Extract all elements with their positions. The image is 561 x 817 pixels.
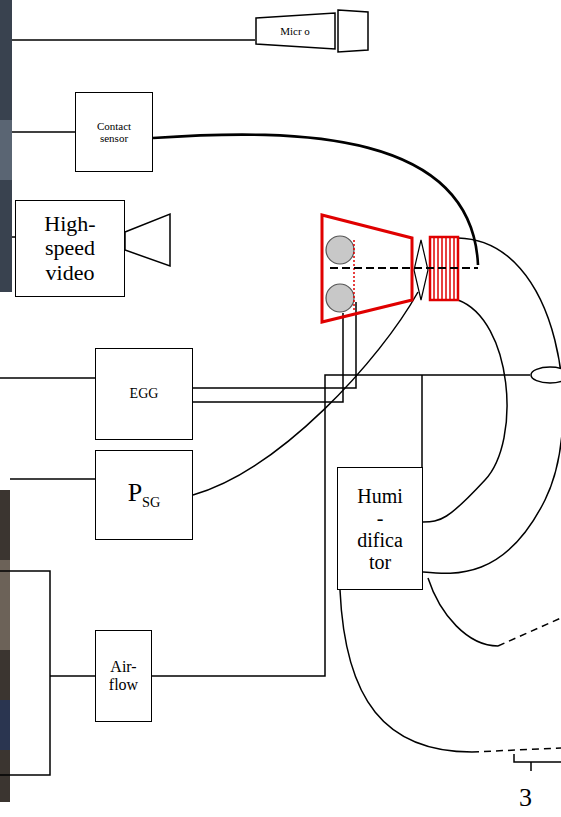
supply-tube <box>472 748 561 752</box>
subscript-text: SG <box>142 494 160 510</box>
photo-strip <box>0 490 10 802</box>
airflow-wire <box>421 375 423 467</box>
supply-tube <box>428 578 498 646</box>
pressure-box: PSG <box>95 450 193 540</box>
wire-bracket <box>0 571 50 775</box>
wire <box>12 131 75 133</box>
text-block: PSG <box>128 479 161 511</box>
wire <box>10 478 95 480</box>
microphone-cap <box>338 10 368 52</box>
text-block: Contact sensor <box>89 120 139 144</box>
electrode <box>326 236 354 264</box>
axis-line <box>330 267 478 269</box>
node-text: EGG <box>130 386 159 401</box>
supply-tube <box>498 618 561 646</box>
airflow-wire <box>150 375 530 676</box>
wire <box>50 675 95 677</box>
node-text: P <box>128 478 142 507</box>
electrode <box>326 284 354 312</box>
wire <box>0 377 95 379</box>
dimension-number: 3 <box>519 785 532 811</box>
photo-strip <box>0 560 10 650</box>
device-box: EGG <box>95 348 193 440</box>
microphone-body <box>256 13 335 49</box>
air-tube <box>423 300 507 522</box>
text-block: Micr o <box>280 25 310 37</box>
electrode-link <box>353 240 355 310</box>
vocal-folds <box>414 240 428 300</box>
photo-strip <box>0 700 10 750</box>
dimension-bracket <box>514 754 561 771</box>
humidifier-box: Humi - difica tor <box>337 467 423 590</box>
node-text: Air- flow <box>101 658 146 693</box>
sensor-box: Contact sensor <box>75 92 153 172</box>
airflow-box: Air- flow <box>95 630 152 722</box>
text-block: High- speed video <box>30 212 110 285</box>
air-tube <box>423 238 561 573</box>
microphone-symbol: Micr o <box>255 12 335 50</box>
supply-tube <box>340 590 472 752</box>
flow-meter <box>531 367 561 383</box>
pressure-tube <box>193 292 418 495</box>
text-block: EGG <box>130 386 159 401</box>
node-text: Humi - difica tor <box>354 485 406 573</box>
electrode-wire <box>193 313 343 402</box>
text-block: Humi - difica tor <box>354 485 406 573</box>
photo-strip <box>0 0 12 292</box>
text-block: Air- flow <box>101 658 146 693</box>
camera-box: High- speed video <box>15 200 125 297</box>
node-text: Contact sensor <box>89 120 139 144</box>
photo-strip <box>0 120 12 180</box>
wire <box>12 39 255 41</box>
camera-lens <box>125 214 170 266</box>
node-text: Micr o <box>280 25 310 37</box>
node-text: High- speed video <box>30 212 110 285</box>
